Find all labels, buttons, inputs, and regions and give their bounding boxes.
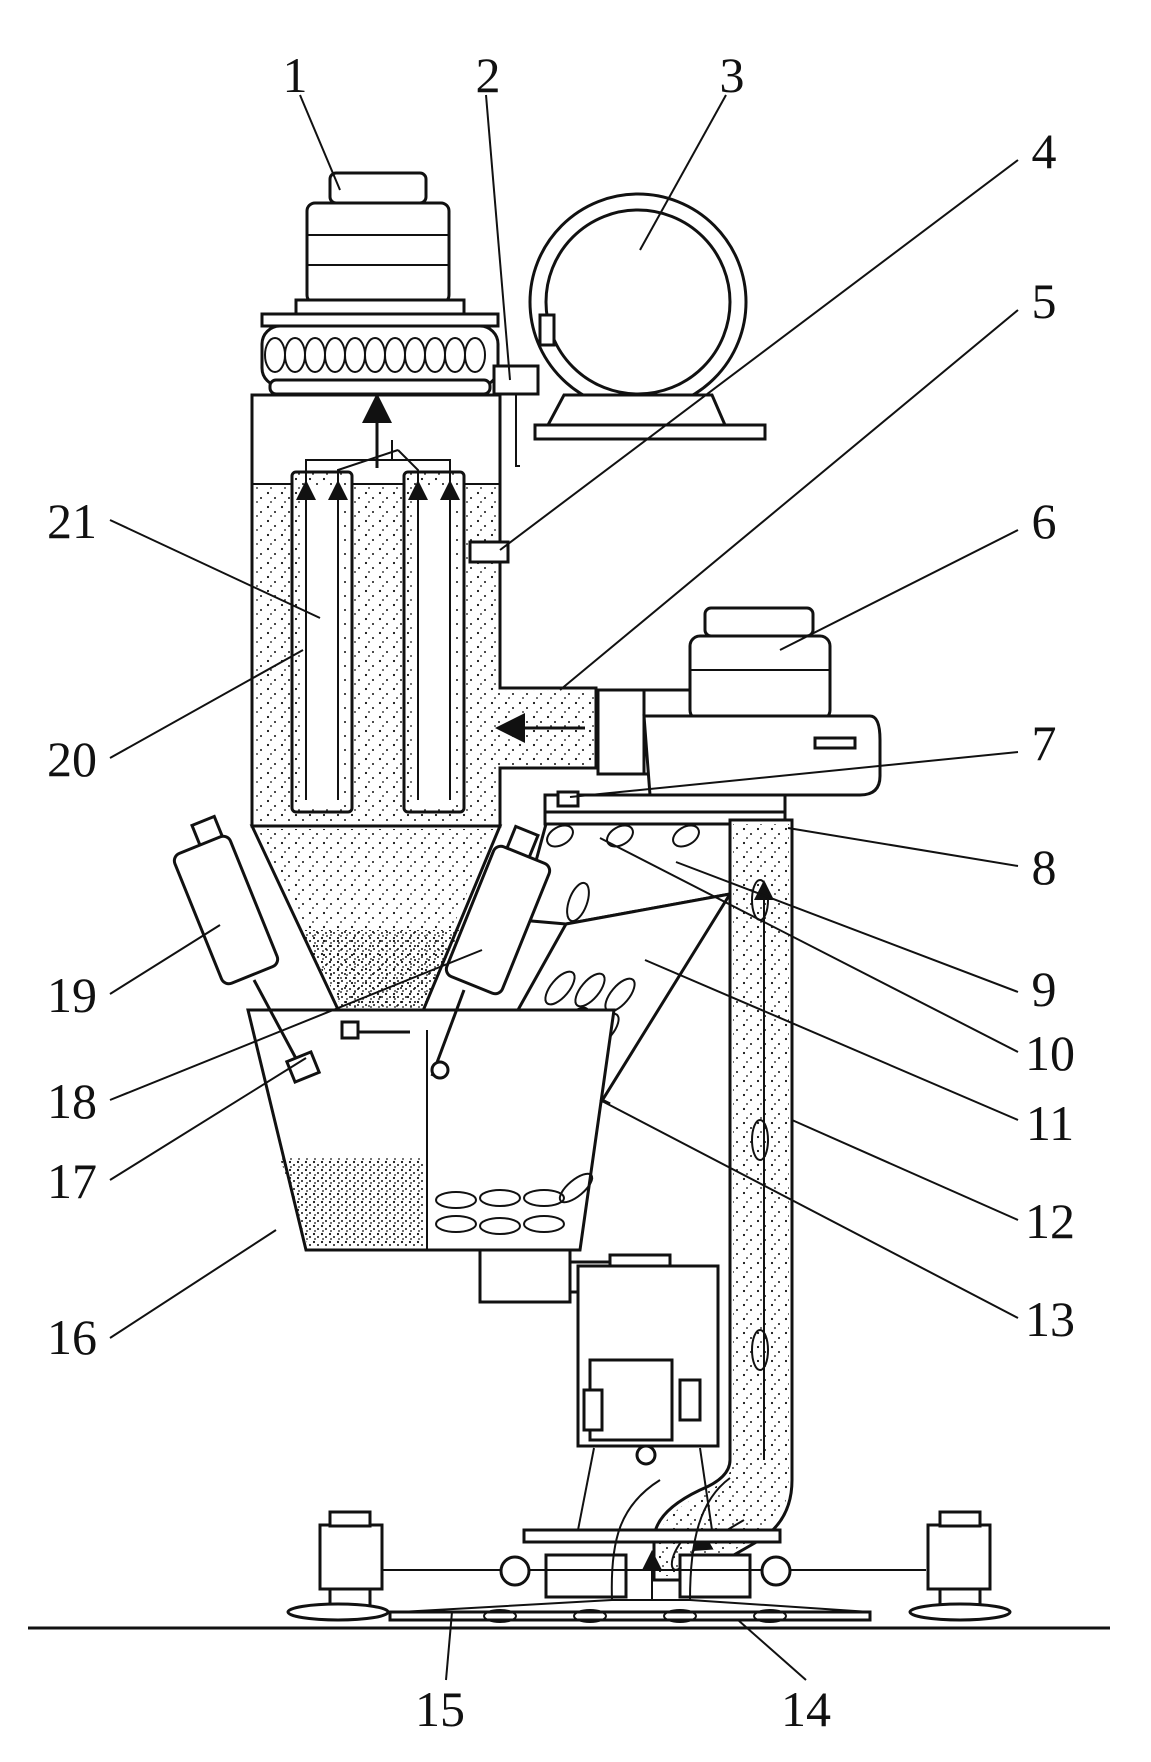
level-sensor bbox=[468, 540, 510, 564]
fan bbox=[528, 192, 767, 441]
valve bbox=[492, 364, 540, 396]
label-3: 3 bbox=[720, 47, 745, 103]
part-labels: 1 2 3 4 5 6 7 8 9 10 11 12 13 14 15 16 1… bbox=[47, 47, 1075, 1737]
label-2: 2 bbox=[476, 47, 501, 103]
label-19: 19 bbox=[47, 967, 97, 1023]
label-17: 17 bbox=[47, 1153, 97, 1209]
label-9: 9 bbox=[1032, 961, 1057, 1017]
cylinder-left bbox=[172, 814, 322, 1085]
label-12: 12 bbox=[1025, 1193, 1075, 1249]
label-5: 5 bbox=[1032, 273, 1057, 329]
label-20: 20 bbox=[47, 731, 97, 787]
label-16: 16 bbox=[47, 1309, 97, 1365]
label-11: 11 bbox=[1026, 1095, 1074, 1151]
label-13: 13 bbox=[1025, 1291, 1075, 1347]
left-wheel bbox=[286, 1510, 390, 1622]
label-4: 4 bbox=[1032, 123, 1057, 179]
leader-lines bbox=[109, 94, 1019, 1681]
cylinder-right bbox=[430, 824, 552, 1080]
drive-unit bbox=[478, 1248, 720, 1531]
right-wheel bbox=[908, 1510, 1012, 1622]
airflow-arrows bbox=[296, 393, 585, 800]
label-8: 8 bbox=[1032, 839, 1057, 895]
label-14: 14 bbox=[781, 1681, 831, 1737]
suction-duct bbox=[642, 818, 794, 1600]
label-7: 7 bbox=[1032, 715, 1057, 771]
collection-bin bbox=[246, 1008, 616, 1252]
sweeping-base bbox=[372, 1477, 926, 1623]
label-18: 18 bbox=[47, 1073, 97, 1129]
label-15: 15 bbox=[415, 1681, 465, 1737]
side-motor bbox=[543, 606, 882, 815]
label-6: 6 bbox=[1032, 493, 1057, 549]
part-7 bbox=[556, 790, 580, 808]
top-motor bbox=[260, 171, 500, 396]
label-1: 1 bbox=[283, 47, 308, 103]
label-21: 21 bbox=[47, 493, 97, 549]
label-10: 10 bbox=[1025, 1025, 1075, 1081]
